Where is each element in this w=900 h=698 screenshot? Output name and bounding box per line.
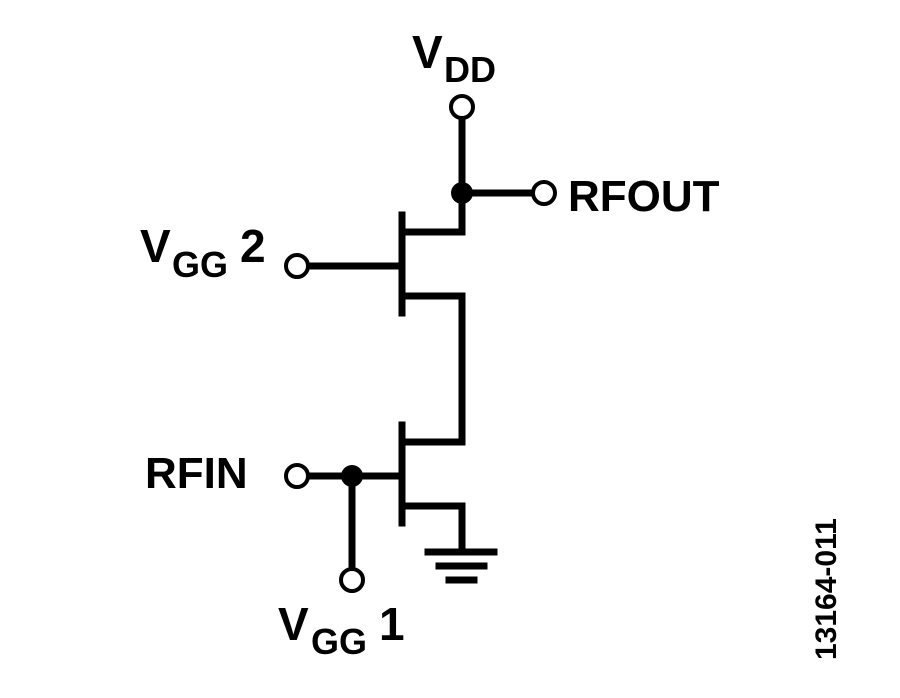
rfin-terminal xyxy=(284,463,310,489)
vgg2-label-subscript: GG xyxy=(172,244,228,285)
vdd-terminal xyxy=(449,94,475,120)
rfout-label: RFOUT xyxy=(568,172,720,221)
vdd-label: V DD xyxy=(412,26,496,90)
figure-code: 13164-011 xyxy=(810,518,843,660)
vgg2-terminal xyxy=(284,253,310,279)
upper-transistor xyxy=(304,211,466,317)
rfout-terminal xyxy=(531,180,557,206)
vgg1-label-main: V xyxy=(278,598,309,650)
ground-icon xyxy=(424,548,498,584)
vgg1-terminal xyxy=(339,567,365,593)
vgg2-label-main: V xyxy=(140,220,171,272)
vdd-label-subscript: DD xyxy=(444,49,496,90)
vdd-label-main: V xyxy=(412,26,443,78)
vgg2-label-number: 2 xyxy=(240,220,266,272)
lower-transistor xyxy=(304,421,466,527)
vgg1-label-number: 1 xyxy=(379,598,405,650)
vgg1-label-subscript: GG xyxy=(311,621,367,662)
rfin-label: RFIN xyxy=(145,449,248,498)
vgg1-label: V GG 1 xyxy=(278,598,405,662)
vgg2-label: V GG 2 xyxy=(140,220,266,285)
rfout-junction-dot xyxy=(451,182,473,204)
